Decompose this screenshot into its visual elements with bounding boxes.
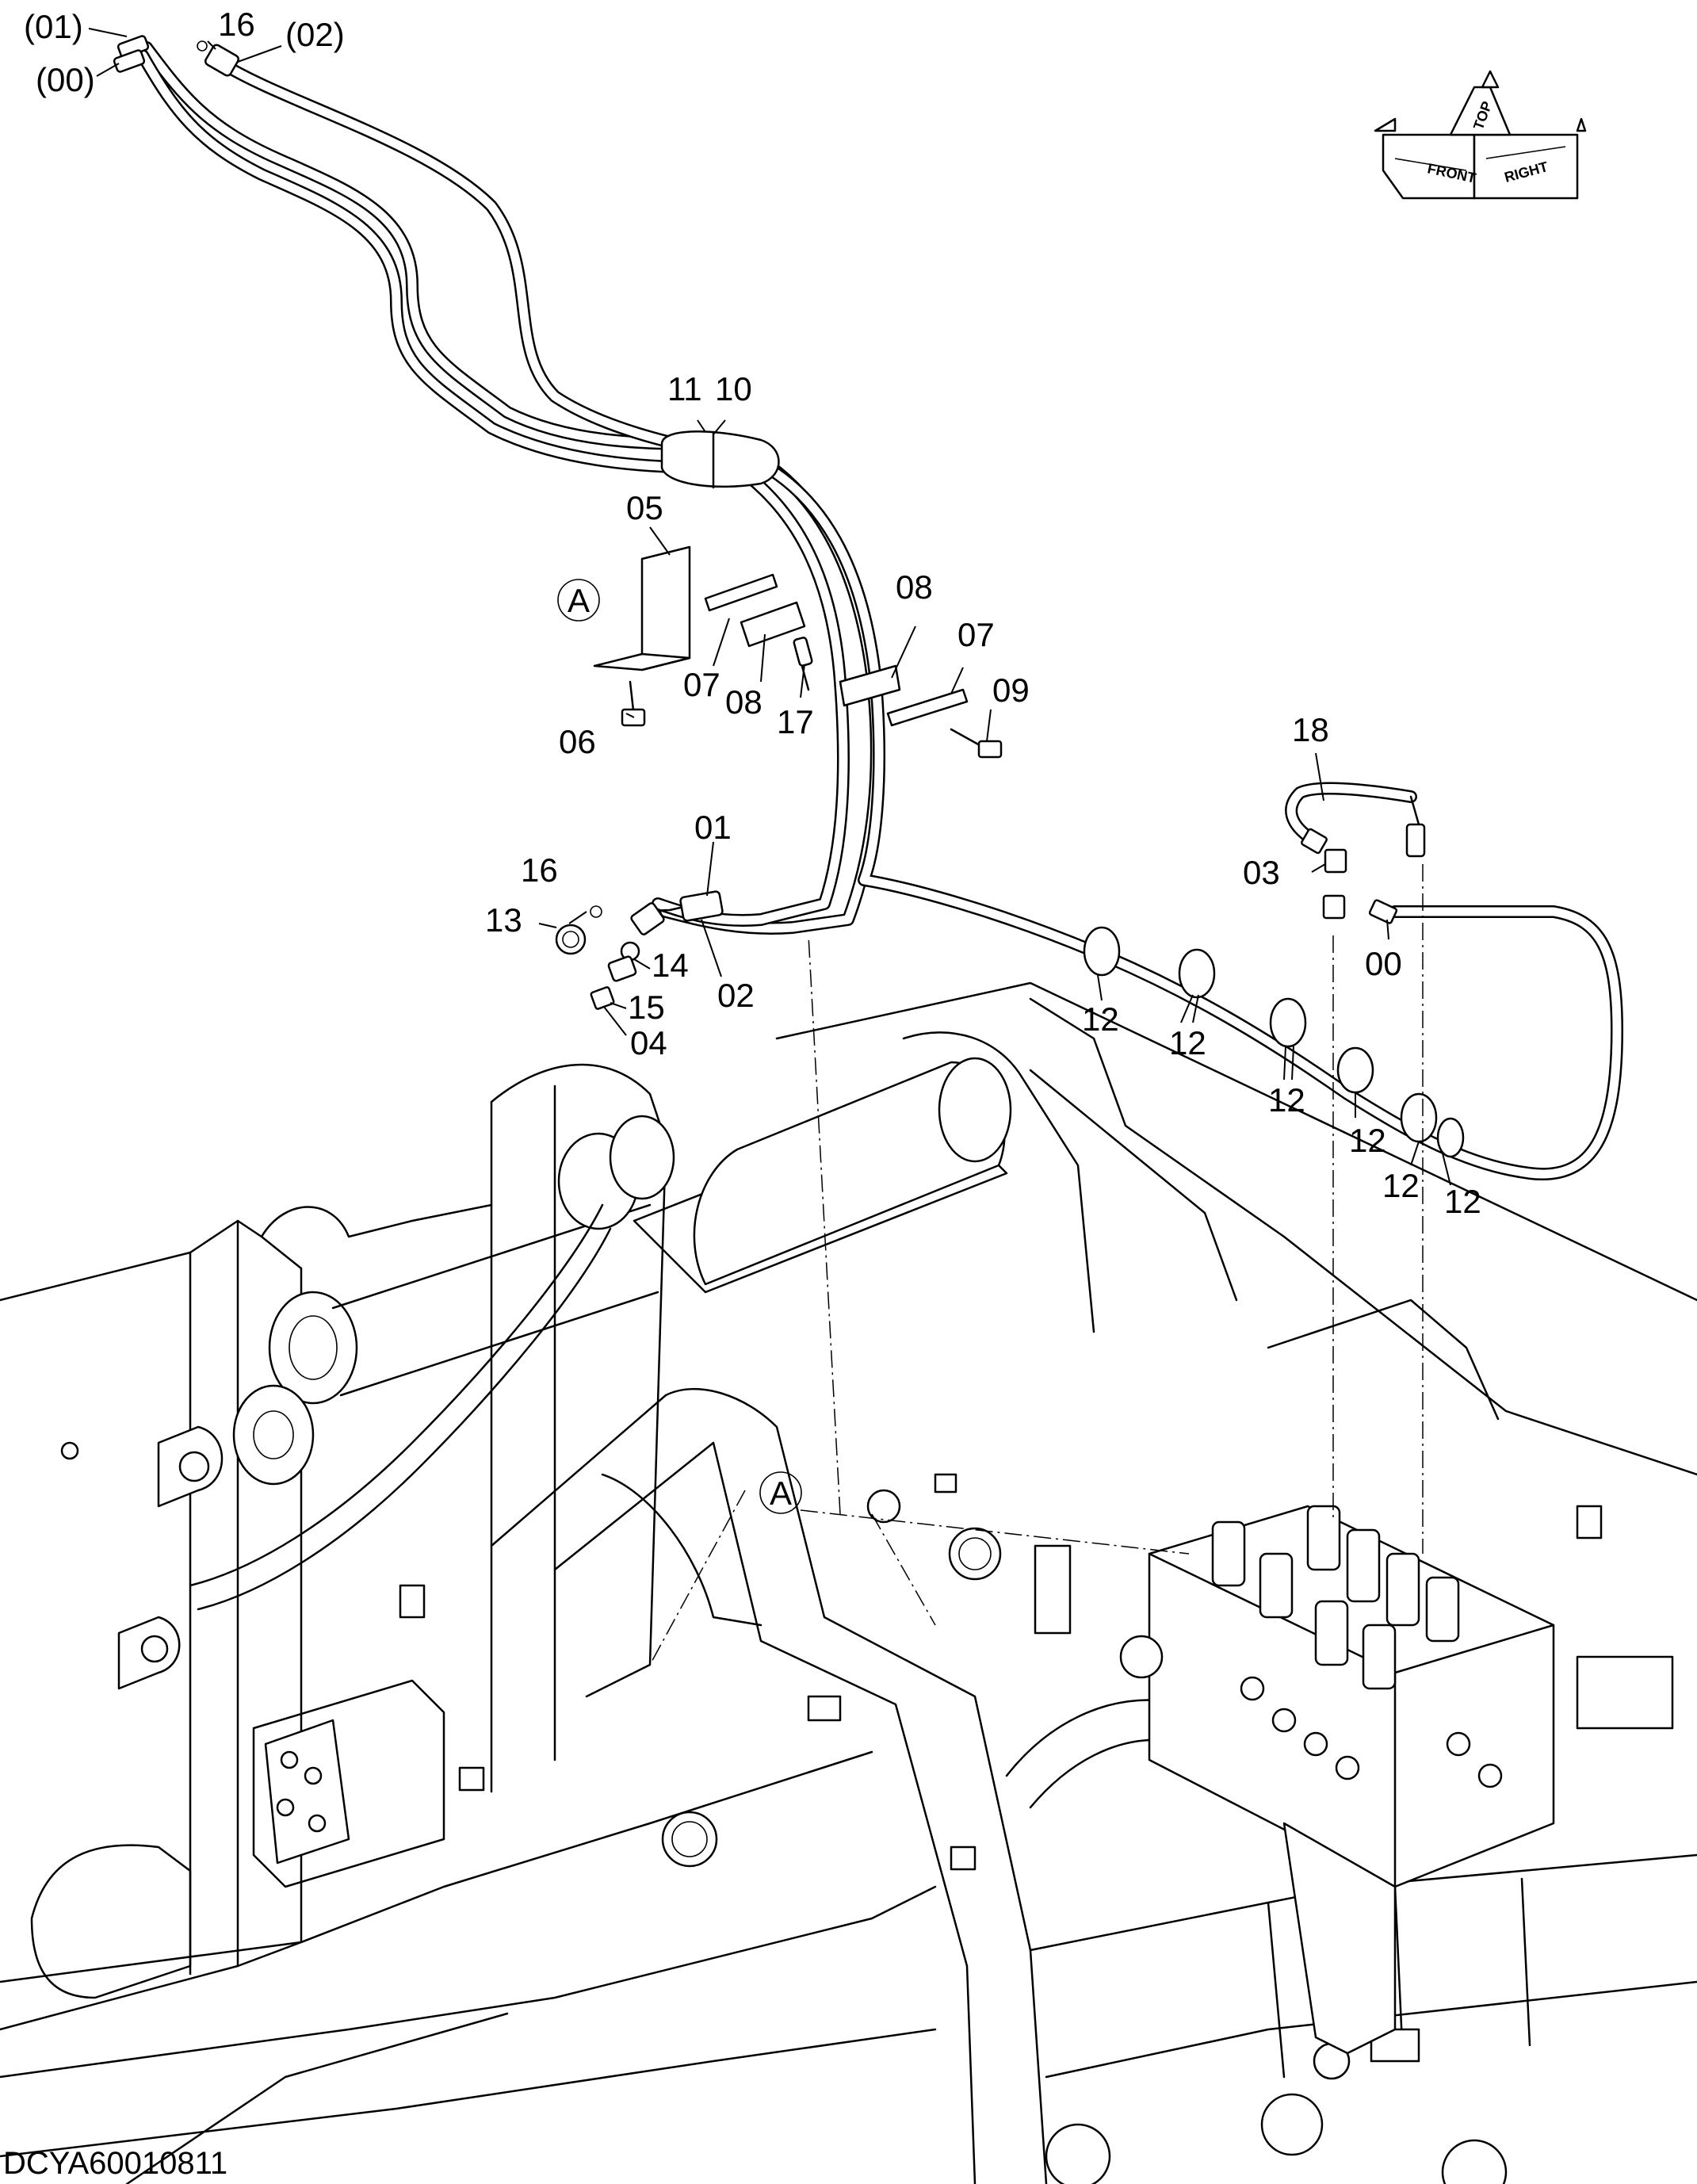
label-part-03: 03 [1243,854,1280,891]
label-ref-a-2: A [770,1474,792,1512]
label-part-02: 02 [717,977,755,1014]
label-part-08-a: 08 [725,683,763,721]
label-part-17: 17 [777,703,814,740]
label-part-04: 04 [630,1024,667,1061]
label-part-16-top: 16 [218,6,255,43]
control-valve [1119,1505,1555,2055]
label-part-16-mid: 16 [521,851,558,889]
drawing-code: DCYA60010811 [3,2146,227,2181]
label-part-09: 09 [992,671,1030,709]
label-part-08-b: 08 [896,568,933,606]
part-labels: (01) (00) 16 (02) 11 10 05 A 07 08 17 06… [24,6,1481,1514]
label-part-15: 15 [628,989,665,1026]
clamps-12 [1083,926,1465,1158]
orientation-indicator: FRONT TOP RIGHT [1374,70,1587,200]
valve-block-left [264,1719,350,1865]
label-part-12-f: 12 [1444,1183,1481,1220]
label-part-07-b: 07 [957,616,995,653]
label-part-12-c: 12 [1268,1081,1305,1119]
label-part-10: 10 [715,370,752,407]
label-part-01-ref: (01) [24,8,83,45]
ref-circle-a-1 [557,579,600,622]
hose-bundle [136,41,1623,1181]
label-part-12-b: 12 [1169,1024,1206,1061]
label-part-05: 05 [626,489,663,526]
label-part-00-ref: (00) [36,61,95,98]
upper-structure-frame [0,981,1697,2184]
label-part-14: 14 [652,947,689,984]
label-part-18: 18 [1292,711,1329,748]
label-part-13: 13 [485,901,522,939]
bracket-assembly-05 [593,545,1003,759]
label-part-12-a: 12 [1082,1000,1119,1038]
label-part-06: 06 [559,723,596,760]
label-part-02-ref: (02) [285,16,345,53]
label-part-12-e: 12 [1382,1167,1420,1204]
label-part-07-a: 07 [683,666,720,703]
label-part-12-d: 12 [1349,1122,1386,1159]
label-part-01: 01 [694,809,732,846]
clamp-10-11 [660,430,780,489]
label-part-11: 11 [667,370,702,407]
o-ring-icon [197,40,208,52]
ref-circle-a-2 [759,1471,802,1514]
fittings-group-left [555,890,724,1010]
reference-lines [649,864,1424,1666]
hose-18-assembly [1285,782,1426,924]
label-ref-a-1: A [568,582,590,619]
label-part-00: 00 [1365,945,1402,982]
o-ring-icon [590,905,602,918]
